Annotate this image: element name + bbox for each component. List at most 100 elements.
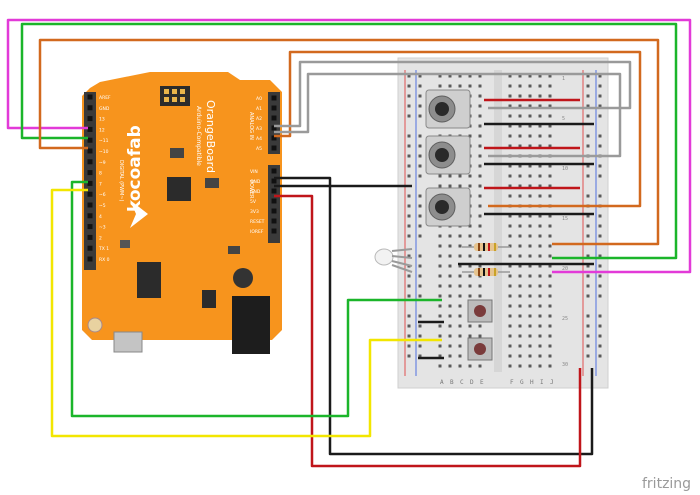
breadboard-hole xyxy=(548,274,552,278)
digital-pin-label: ~6 xyxy=(99,192,106,198)
breadboard-hole xyxy=(438,74,442,78)
power-pin[interactable] xyxy=(271,168,277,174)
power-pin[interactable] xyxy=(271,188,277,194)
breadboard-hole xyxy=(518,254,522,258)
breadboard-hole xyxy=(448,274,452,278)
breadboard-hole xyxy=(518,184,522,188)
smd-component xyxy=(120,240,130,248)
analog-pin[interactable] xyxy=(271,145,277,151)
digital-pin[interactable] xyxy=(87,202,93,208)
digital-pin-label: AREF xyxy=(99,95,111,101)
rail-hole xyxy=(586,214,590,218)
breadboard-hole xyxy=(448,334,452,338)
digital-pin[interactable] xyxy=(87,116,93,122)
breadboard-hole xyxy=(468,234,472,238)
potentiometer-1[interactable] xyxy=(425,89,471,129)
analog-pin[interactable] xyxy=(271,115,277,121)
analog-pin[interactable] xyxy=(271,95,277,101)
breadboard-hole xyxy=(478,114,482,118)
power-pin[interactable] xyxy=(271,198,277,204)
breadboard-hole xyxy=(478,324,482,328)
breadboard-hole xyxy=(538,264,542,268)
digital-pin[interactable] xyxy=(87,105,93,111)
capacitor xyxy=(233,268,253,288)
breadboard-hole xyxy=(438,174,442,178)
digital-pin[interactable] xyxy=(87,137,93,143)
analog-pin-label: A3 xyxy=(256,126,262,132)
analog-pin[interactable] xyxy=(271,135,277,141)
usb-serial-chip xyxy=(137,262,161,298)
digital-pin[interactable] xyxy=(87,256,93,262)
breadboard-hole xyxy=(548,324,552,328)
rail-hole xyxy=(586,324,590,328)
potentiometer-2[interactable] xyxy=(425,135,471,175)
potentiometer-3[interactable] xyxy=(425,187,471,227)
push-button-2[interactable] xyxy=(467,337,493,361)
breadboard-hole xyxy=(528,214,532,218)
power-pin[interactable] xyxy=(271,218,277,224)
breadboard-hole xyxy=(438,314,442,318)
digital-pin-label: 7 xyxy=(99,181,102,187)
digital-pin[interactable] xyxy=(87,234,93,240)
rail-hole xyxy=(407,234,411,238)
breadboard-hole xyxy=(518,324,522,328)
digital-pin[interactable] xyxy=(87,191,93,197)
rail-hole xyxy=(407,294,411,298)
digital-pin[interactable] xyxy=(87,213,93,219)
breadboard-hole xyxy=(538,94,542,98)
power-pin[interactable] xyxy=(271,228,277,234)
digital-pin[interactable] xyxy=(87,180,93,186)
breadboard-hole xyxy=(528,194,532,198)
rail-hole xyxy=(418,224,422,228)
rail-hole xyxy=(407,154,411,158)
breadboard-hole xyxy=(438,304,442,308)
analog-pin[interactable] xyxy=(271,105,277,111)
breadboard-hole xyxy=(478,194,482,198)
rail-hole xyxy=(598,264,602,268)
rail-hole xyxy=(418,204,422,208)
rail-hole xyxy=(586,174,590,178)
digital-pin[interactable] xyxy=(87,170,93,176)
rgb-led xyxy=(374,248,413,273)
digital-pin[interactable] xyxy=(87,159,93,165)
power-pin[interactable] xyxy=(271,178,277,184)
rail-hole xyxy=(407,314,411,318)
breadboard-hole xyxy=(548,104,552,108)
rail-hole xyxy=(418,164,422,168)
breadboard-hole xyxy=(538,284,542,288)
breadboard-hole xyxy=(518,104,522,108)
breadboard-hole xyxy=(508,244,512,248)
breadboard-hole xyxy=(458,84,462,88)
digital-pin[interactable] xyxy=(87,245,93,251)
breadboard-hole xyxy=(548,174,552,178)
rail-hole xyxy=(407,334,411,338)
digital-pin-label: 13 xyxy=(99,117,105,123)
breadboard-hole xyxy=(538,324,542,328)
power-pin[interactable] xyxy=(271,208,277,214)
breadboard-hole xyxy=(528,74,532,78)
breadboard-hole xyxy=(448,304,452,308)
digital-pin[interactable] xyxy=(87,94,93,100)
digital-pin[interactable] xyxy=(87,126,93,132)
col-letter: E xyxy=(480,379,484,386)
breadboard-hole xyxy=(538,214,542,218)
digital-pin[interactable] xyxy=(87,224,93,230)
digital-pin[interactable] xyxy=(87,148,93,154)
breadboard-hole xyxy=(458,324,462,328)
push-button-1[interactable] xyxy=(467,299,493,323)
digital-pin-holes xyxy=(87,94,93,262)
breadboard-hole xyxy=(448,254,452,258)
breadboard-hole xyxy=(528,224,532,228)
breadboard-hole xyxy=(438,334,442,338)
rail-hole xyxy=(598,74,602,78)
col-letter: J xyxy=(550,379,554,386)
breadboard-hole xyxy=(548,314,552,318)
breadboard-hole xyxy=(478,134,482,138)
breadboard-hole xyxy=(538,144,542,148)
breadboard-hole xyxy=(478,214,482,218)
power-pin-label: 3V3 xyxy=(250,209,259,215)
rail-hole xyxy=(418,344,422,348)
analog-pin[interactable] xyxy=(271,125,277,131)
breadboard-hole xyxy=(508,84,512,88)
